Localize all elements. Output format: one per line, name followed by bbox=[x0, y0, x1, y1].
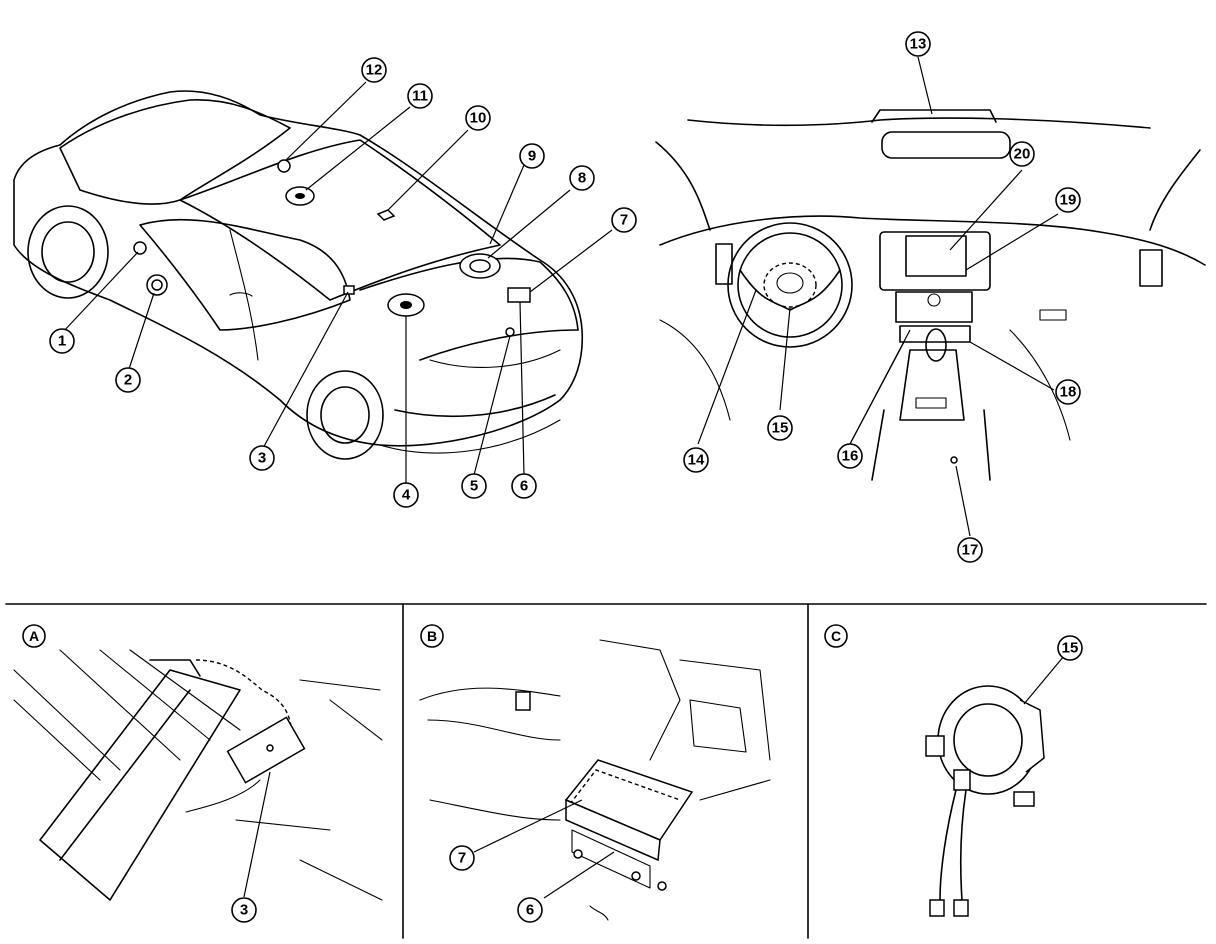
callout-19: 19 bbox=[1055, 187, 1081, 213]
spiral-cable-icon bbox=[925, 655, 1065, 917]
callout-5: 5 bbox=[461, 473, 487, 499]
callout-7: 7 bbox=[611, 207, 637, 233]
callout-17: 17 bbox=[957, 537, 983, 563]
callout-14: 14 bbox=[683, 447, 709, 473]
car-leader-lines bbox=[61, 81, 613, 485]
callout-6: 6 bbox=[511, 473, 537, 499]
callout-10: 10 bbox=[465, 105, 491, 131]
svg-text:13: 13 bbox=[910, 36, 927, 53]
svg-text:5: 5 bbox=[470, 478, 478, 495]
panel-c-callout-15: 15 bbox=[1057, 635, 1083, 661]
svg-text:B: B bbox=[427, 628, 437, 644]
panel-b-callout-6: 6 bbox=[517, 897, 543, 923]
dashboard-leader-lines bbox=[697, 56, 1059, 537]
svg-text:20: 20 bbox=[1014, 146, 1031, 163]
svg-text:11: 11 bbox=[412, 88, 428, 105]
callout-2: 2 bbox=[115, 367, 141, 393]
svg-text:18: 18 bbox=[1060, 384, 1077, 401]
svg-text:14: 14 bbox=[688, 452, 705, 469]
svg-text:15: 15 bbox=[772, 420, 789, 437]
svg-text:7: 7 bbox=[458, 850, 466, 867]
svg-text:17: 17 bbox=[962, 542, 979, 559]
svg-text:8: 8 bbox=[578, 170, 586, 187]
callout-13: 13 bbox=[905, 31, 931, 57]
svg-text:4: 4 bbox=[402, 487, 411, 504]
dashboard-interior-icon bbox=[655, 109, 1206, 481]
svg-text:15: 15 bbox=[1062, 640, 1079, 657]
svg-text:7: 7 bbox=[620, 212, 628, 229]
callout-18: 18 bbox=[1055, 379, 1081, 405]
panel-a-callout-3: 3 bbox=[231, 897, 257, 923]
callout-3: 3 bbox=[249, 445, 275, 471]
callout-8: 8 bbox=[569, 165, 595, 191]
callout-20: 20 bbox=[1009, 141, 1035, 167]
svg-text:10: 10 bbox=[470, 110, 487, 127]
callout-15: 15 bbox=[767, 415, 793, 441]
control-unit-icon bbox=[419, 639, 771, 921]
panel-b-callout-7: 7 bbox=[449, 845, 475, 871]
svg-text:2: 2 bbox=[124, 372, 132, 389]
panel-dividers bbox=[5, 603, 1207, 939]
sensor-bracket-icon bbox=[13, 649, 383, 901]
svg-text:6: 6 bbox=[526, 902, 534, 919]
svg-text:A: A bbox=[29, 628, 39, 644]
callout-9: 9 bbox=[519, 143, 545, 169]
svg-text:9: 9 bbox=[528, 148, 536, 165]
svg-text:3: 3 bbox=[240, 902, 248, 919]
callout-11: 11 bbox=[407, 83, 433, 109]
callout-4: 4 bbox=[393, 482, 419, 508]
svg-text:19: 19 bbox=[1060, 192, 1077, 209]
detail-panel-c-label: C bbox=[824, 624, 848, 648]
detail-panel-a-label: A bbox=[22, 624, 46, 648]
callout-1: 1 bbox=[49, 328, 75, 354]
callout-12: 12 bbox=[361, 57, 387, 83]
svg-text:12: 12 bbox=[366, 62, 383, 79]
svg-text:6: 6 bbox=[520, 478, 528, 495]
car-rear-view-icon bbox=[13, 90, 584, 460]
callout-16: 16 bbox=[837, 443, 863, 469]
svg-text:C: C bbox=[831, 628, 841, 644]
svg-text:1: 1 bbox=[58, 333, 66, 350]
svg-text:3: 3 bbox=[258, 450, 266, 467]
detail-panel-b-label: B bbox=[420, 624, 444, 648]
svg-text:16: 16 bbox=[842, 448, 859, 465]
